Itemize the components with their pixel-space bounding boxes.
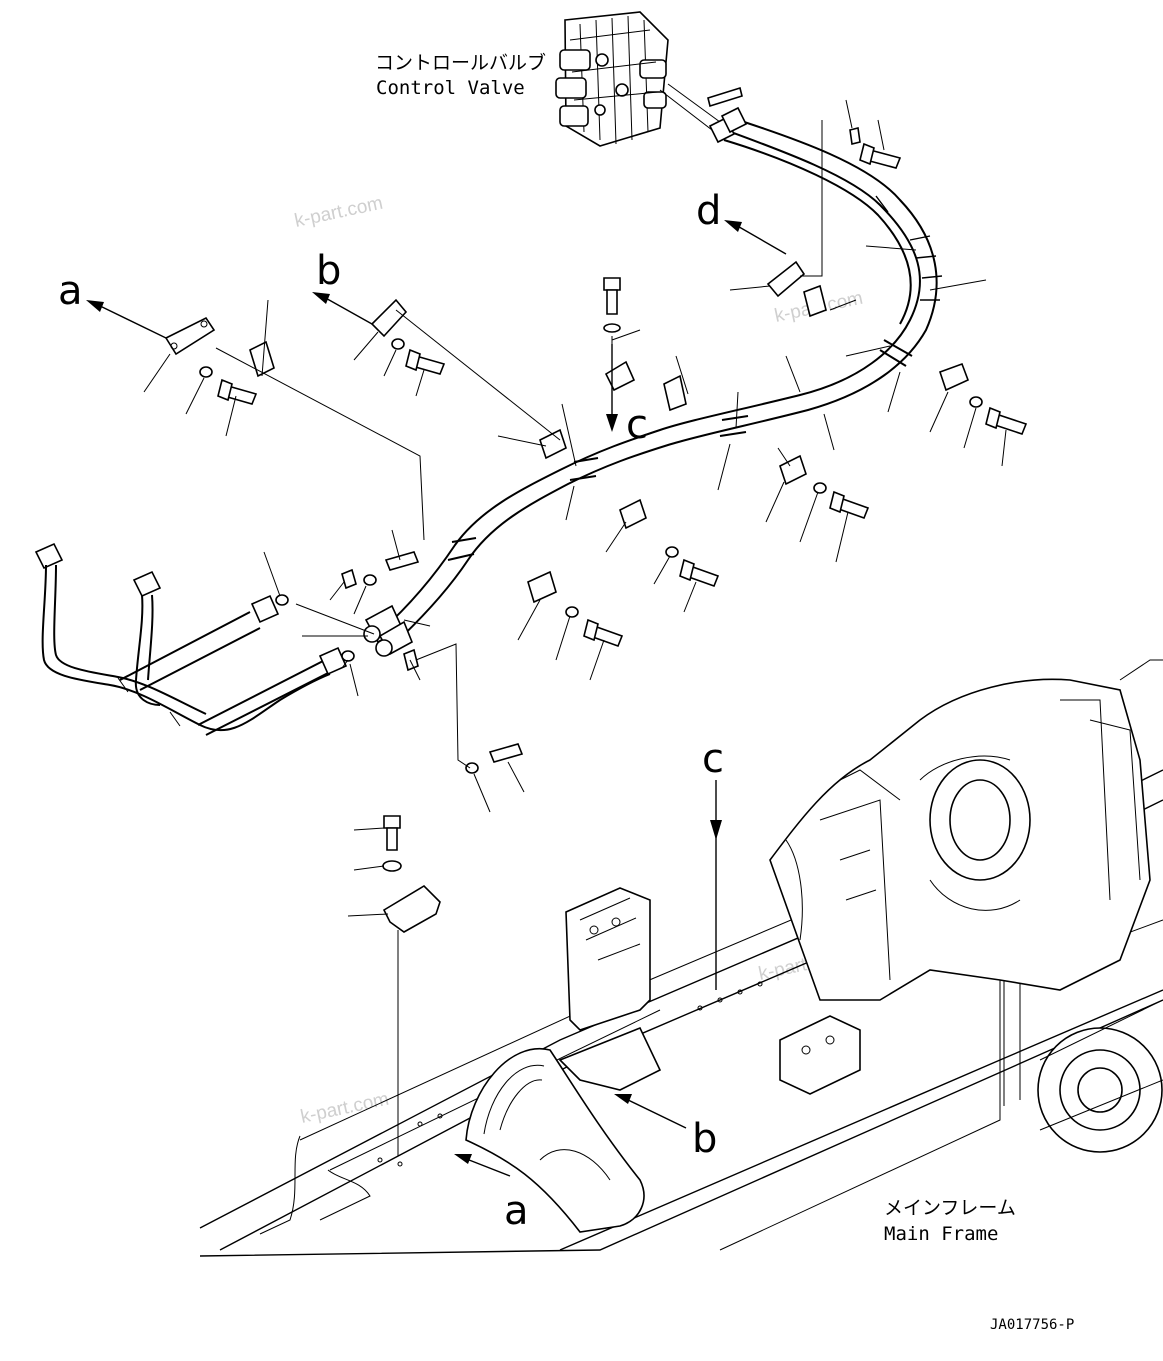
fitting-part [707,86,743,108]
hardware-parts [164,127,1028,933]
watermark-4: k-part.com [299,1089,391,1128]
control-valve-label-en: Control Valve [376,77,525,99]
drawing-code: JA017756-P [990,1317,1074,1333]
main-frame-label-en: Main Frame [884,1223,998,1245]
control-valve-assembly [555,11,669,147]
control-valve-label-jp: コントロールバルブ [375,51,546,74]
callout-a-bottom: a [504,1188,529,1234]
watermark-1: k-part.com [293,193,385,232]
main-frame-drawing [199,659,1163,1257]
callout-b-top: b [316,248,341,294]
callout-c-top: c [626,402,648,448]
callout-c-bottom: c [702,736,724,782]
callout-b-bottom: b [692,1116,717,1162]
callout-d-top: d [696,188,721,234]
main-frame-label-jp: メインフレーム [884,1197,1016,1219]
leader-lines [659,83,721,131]
callout-a-top: a [58,268,83,314]
left-hose-assembly [34,542,348,736]
hose-assembly [363,106,943,657]
